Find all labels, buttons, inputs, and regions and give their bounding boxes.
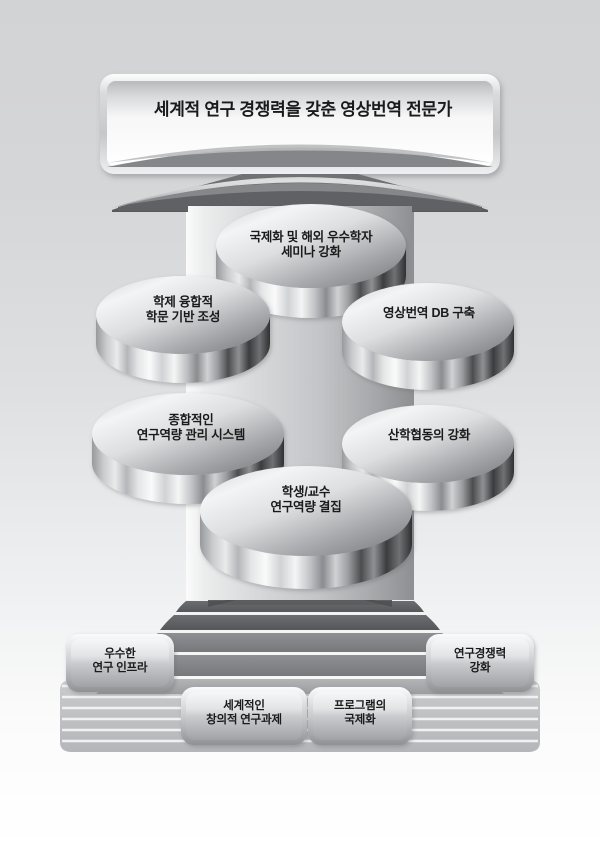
box-research-competitiveness[interactable] (426, 634, 534, 692)
goal-banner (100, 74, 500, 174)
box-program-internationalization[interactable] (308, 687, 412, 745)
node-student-faculty-capacity[interactable] (200, 466, 412, 589)
box-research-infrastructure[interactable] (66, 634, 174, 692)
base-band-3 (141, 633, 459, 652)
base-band-2 (160, 615, 440, 630)
box-creative-research-tasks[interactable] (181, 687, 307, 745)
base-band-4 (119, 655, 481, 676)
node-av-translation-db[interactable] (342, 283, 514, 390)
node-interdisciplinary-foundation[interactable] (96, 276, 270, 383)
